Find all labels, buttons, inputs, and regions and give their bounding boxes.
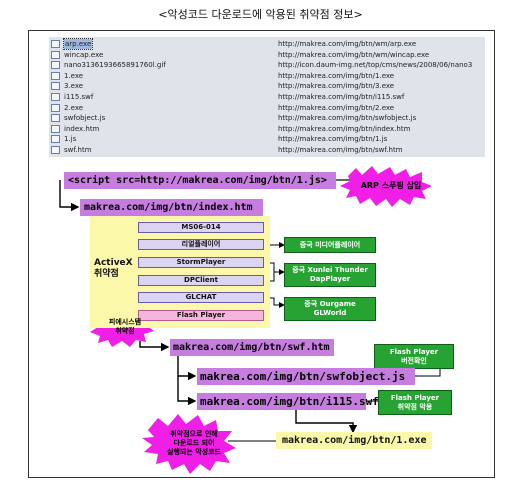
vuln-box: StormPlayer bbox=[138, 257, 264, 268]
file-row[interactable]: 1.exe http://makrea.com/img/btn/1.exe bbox=[49, 71, 485, 81]
arrow-script-to-index bbox=[59, 180, 80, 212]
activex-label: ActiveX 취약점 bbox=[94, 258, 133, 279]
i115-swf-box: makrea.com/img/btn/i115.swf bbox=[197, 393, 379, 410]
flash-version-check-box: Flash Player 버전확인 bbox=[374, 344, 454, 369]
file-icon bbox=[51, 50, 60, 59]
file-url: http://makrea.com/img/btn/swfobject.js bbox=[278, 114, 417, 123]
malware-download-label: 취약점으로 인해 다운로드 되어 실행되는 악성코드 bbox=[167, 430, 221, 456]
downloaded-file-list: arp.exe http://makrea.com/img/btn/wm/arp.… bbox=[49, 37, 485, 157]
file-icon bbox=[51, 146, 60, 154]
file-row[interactable]: wincap.exe http://makrea.com/img/btn/wm/w… bbox=[49, 50, 485, 60]
file-name: 2.exe bbox=[64, 103, 84, 112]
vuln-box: 리얼플레이어 bbox=[138, 239, 264, 250]
file-url: http://makrea.com/img/btn/wm/arp.exe bbox=[278, 40, 417, 48]
malware-download-starburst bbox=[142, 414, 236, 474]
flash-vuln-exploit-box: Flash Player 취약점 악용 bbox=[378, 390, 452, 415]
figure-caption: <악성코드 다운로드에 악용된 취약점 정보> bbox=[158, 8, 363, 21]
china-xunlei-box: 중국 Xunlei Thunder DapPlayer bbox=[284, 263, 376, 287]
file-url: http://makrea.com/img/btn/i115.swf bbox=[278, 93, 405, 101]
file-icon bbox=[51, 114, 60, 123]
vuln-box: GLCHAT bbox=[138, 292, 264, 303]
swf-htm-box: makrea.com/img/btn/swf.htm bbox=[170, 339, 334, 356]
file-url: http://makrea.com/img/btn/3.exe bbox=[278, 82, 395, 91]
china-ourgame-box: 중국 Ourgame GLWorld bbox=[284, 297, 376, 321]
file-icon bbox=[51, 82, 60, 91]
arrow-i115-to-exe bbox=[295, 410, 358, 434]
final-exe-box bbox=[276, 432, 432, 449]
file-url: http://makrea.com/img/btn/1.js bbox=[278, 135, 388, 144]
file-url: http://makrea.com/img/btn/swf.htm bbox=[278, 146, 403, 154]
file-url: http://icon.daum-img.net/top/cms/news/20… bbox=[278, 61, 473, 70]
file-name: nano3136193665891760l.gif bbox=[64, 61, 166, 70]
arrow-swf-to-swfobject bbox=[177, 356, 197, 381]
file-name: 1.js bbox=[64, 135, 77, 144]
file-url: http://makrea.com/img/btn/index.htm bbox=[278, 124, 411, 133]
file-icon bbox=[51, 40, 60, 48]
script-tag-box: <script src=http://makrea.com/img/btn/1.… bbox=[64, 172, 336, 189]
file-row[interactable]: nano3136193665891760l.gif http://icon.dau… bbox=[49, 60, 485, 70]
vuln-box: MS06-014 bbox=[138, 222, 264, 233]
file-row[interactable]: 1.js http://makrea.com/img/btn/1.js bbox=[49, 134, 485, 144]
file-icon bbox=[51, 103, 60, 112]
file-row[interactable]: 2.exe http://makrea.com/img/btn/2.exe bbox=[49, 103, 485, 113]
index-htm-box: makrea.com/img/btn/index.htm bbox=[80, 199, 263, 216]
file-icon bbox=[51, 124, 60, 133]
file-name: swfobject.js bbox=[64, 114, 106, 123]
file-row[interactable]: swfobject.js http://makrea.com/img/btn/sw… bbox=[49, 113, 485, 123]
file-icon bbox=[51, 93, 60, 101]
file-url: http://makrea.com/img/btn/2.exe bbox=[278, 103, 395, 112]
file-name: index.htm bbox=[64, 124, 100, 133]
file-url: http://makrea.com/img/btn/1.exe bbox=[278, 71, 395, 80]
china-media-player-box: 중국 미디어플레이어 bbox=[284, 237, 376, 253]
activex-vulnerability-area bbox=[90, 216, 270, 328]
file-row[interactable]: index.htm http://makrea.com/img/btn/index… bbox=[49, 124, 485, 134]
file-icon bbox=[51, 71, 60, 80]
file-name: 3.exe bbox=[64, 82, 84, 91]
vuln-box: DPClient bbox=[138, 275, 264, 286]
file-row[interactable]: arp.exe http://makrea.com/img/btn/wm/arp.… bbox=[49, 38, 485, 50]
file-name: i115.swf bbox=[64, 93, 94, 101]
vuln-box: Flash Player bbox=[138, 310, 264, 321]
file-name: 1.exe bbox=[64, 71, 84, 80]
arp-spoof-label: ARP 스푸핑 삽입 bbox=[360, 181, 422, 190]
file-name: arp.exe bbox=[62, 38, 94, 50]
pierce-system-label: 피에시스템 취약점 bbox=[108, 318, 142, 335]
file-icon bbox=[51, 135, 60, 144]
final-exe-label: makrea.com/img/btn/1.exe bbox=[282, 435, 427, 446]
file-row[interactable]: swf.htm http://makrea.com/img/btn/swf.htm bbox=[49, 145, 485, 155]
arrow-swf-to-i115 bbox=[177, 376, 197, 406]
file-name: wincap.exe bbox=[64, 50, 104, 59]
file-name: swf.htm bbox=[64, 146, 92, 154]
file-row[interactable]: 3.exe http://makrea.com/img/btn/3.exe bbox=[49, 81, 485, 91]
file-url: http://makrea.com/img/btn/wm/wincap.exe bbox=[278, 50, 430, 59]
arrow-flash-to-swf bbox=[139, 341, 170, 352]
arp-spoof-starburst bbox=[340, 166, 432, 207]
link-swfobject-to-version bbox=[415, 368, 441, 377]
swfobject-js-box: makrea.com/img/btn/swfobject.js bbox=[197, 368, 415, 385]
file-icon bbox=[51, 61, 60, 70]
file-row[interactable]: i115.swf http://makrea.com/img/btn/i115.s… bbox=[49, 92, 485, 102]
